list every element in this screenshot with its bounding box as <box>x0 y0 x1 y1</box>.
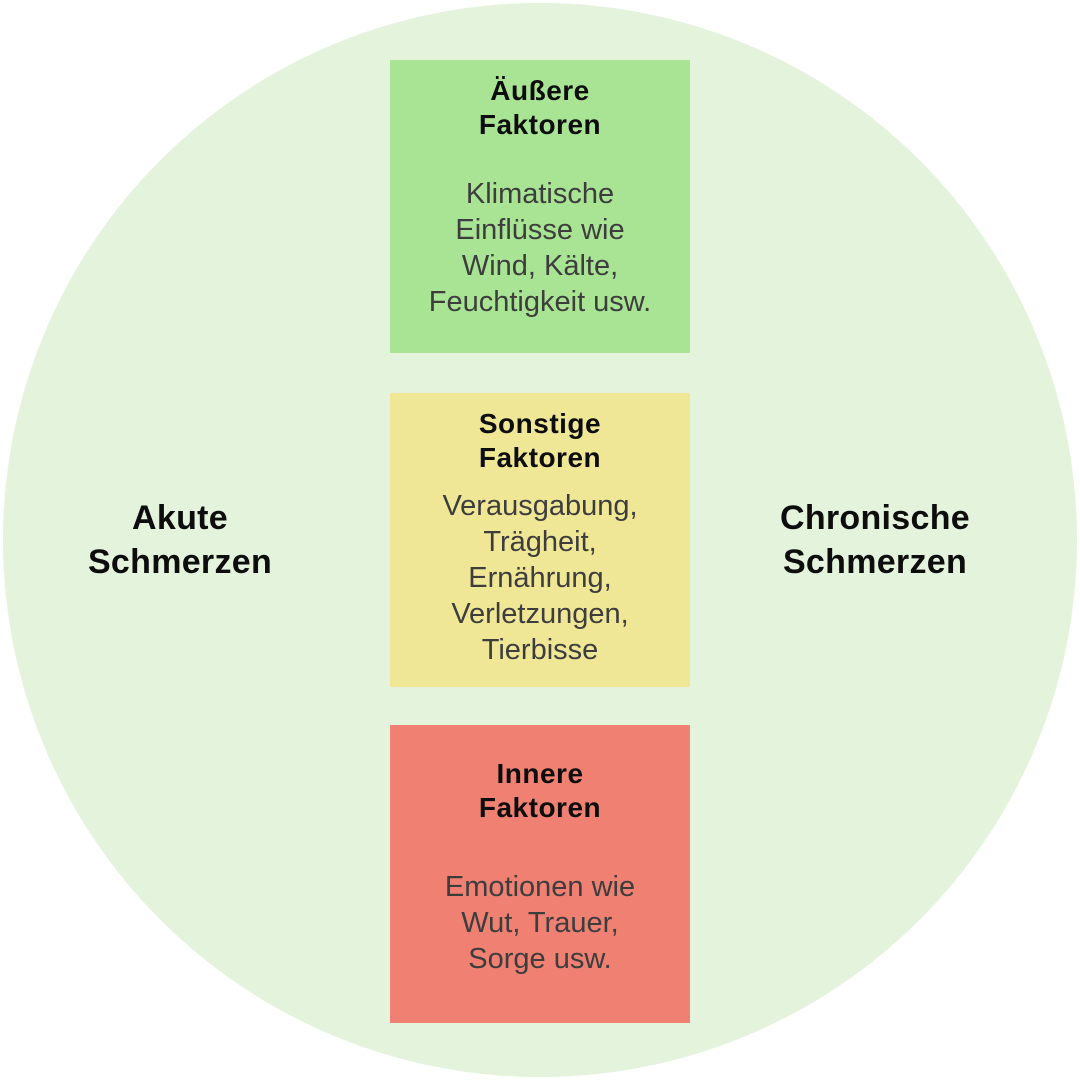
box-title: Sonstige Faktoren <box>390 407 690 475</box>
box-body: Verausgabung, Trägheit, Ernährung, Verle… <box>390 488 690 668</box>
box-body-line: Verletzungen, <box>451 598 629 630</box>
label-akute-schmerzen: Akute Schmerzen <box>30 496 330 584</box>
box-title-line1: Äußere <box>490 75 590 106</box>
box-body: Klimatische Einflüsse wie Wind, Kälte, F… <box>390 176 690 320</box>
label-chronische-line2: Schmerzen <box>782 543 968 581</box>
label-akute-line1: Akute <box>132 499 228 537</box>
box-body-line: Einflüsse wie <box>455 214 625 246</box>
box-body-line: Verausgabung, <box>442 490 638 522</box>
label-chronische-line1: Chronische <box>779 499 971 537</box>
box-sonstige-faktoren: Sonstige Faktoren Verausgabung, Trägheit… <box>390 393 690 687</box>
label-chronische-schmerzen: Chronische Schmerzen <box>725 496 1025 584</box>
box-title-line1: Innere <box>496 758 584 789</box>
box-aeussere-faktoren: Äußere Faktoren Klimatische Einflüsse wi… <box>390 60 690 353</box>
box-title-line2: Faktoren <box>478 792 602 823</box>
box-body-line: Wut, Trauer, <box>461 907 619 939</box>
box-title: Innere Faktoren <box>390 757 690 825</box>
box-body: Emotionen wie Wut, Trauer, Sorge usw. <box>390 869 690 977</box>
label-akute-line2: Schmerzen <box>87 543 273 581</box>
box-title-line2: Faktoren <box>478 109 602 140</box>
box-body-line: Sorge usw. <box>468 943 612 975</box>
box-body-line: Wind, Kälte, <box>461 250 619 282</box>
box-body-line: Klimatische <box>465 178 615 210</box>
box-body-line: Ernährung, <box>468 562 612 594</box>
box-body-line: Feuchtigkeit usw. <box>428 286 652 318</box>
box-body-line: Trägheit, <box>483 526 597 558</box>
box-title-line1: Sonstige <box>478 408 602 439</box>
box-body-line: Emotionen wie <box>444 871 636 903</box>
box-innere-faktoren: Innere Faktoren Emotionen wie Wut, Traue… <box>390 725 690 1023</box>
box-title-line2: Faktoren <box>478 442 602 473</box>
box-body-line: Tierbisse <box>481 634 599 666</box>
box-title: Äußere Faktoren <box>390 74 690 142</box>
